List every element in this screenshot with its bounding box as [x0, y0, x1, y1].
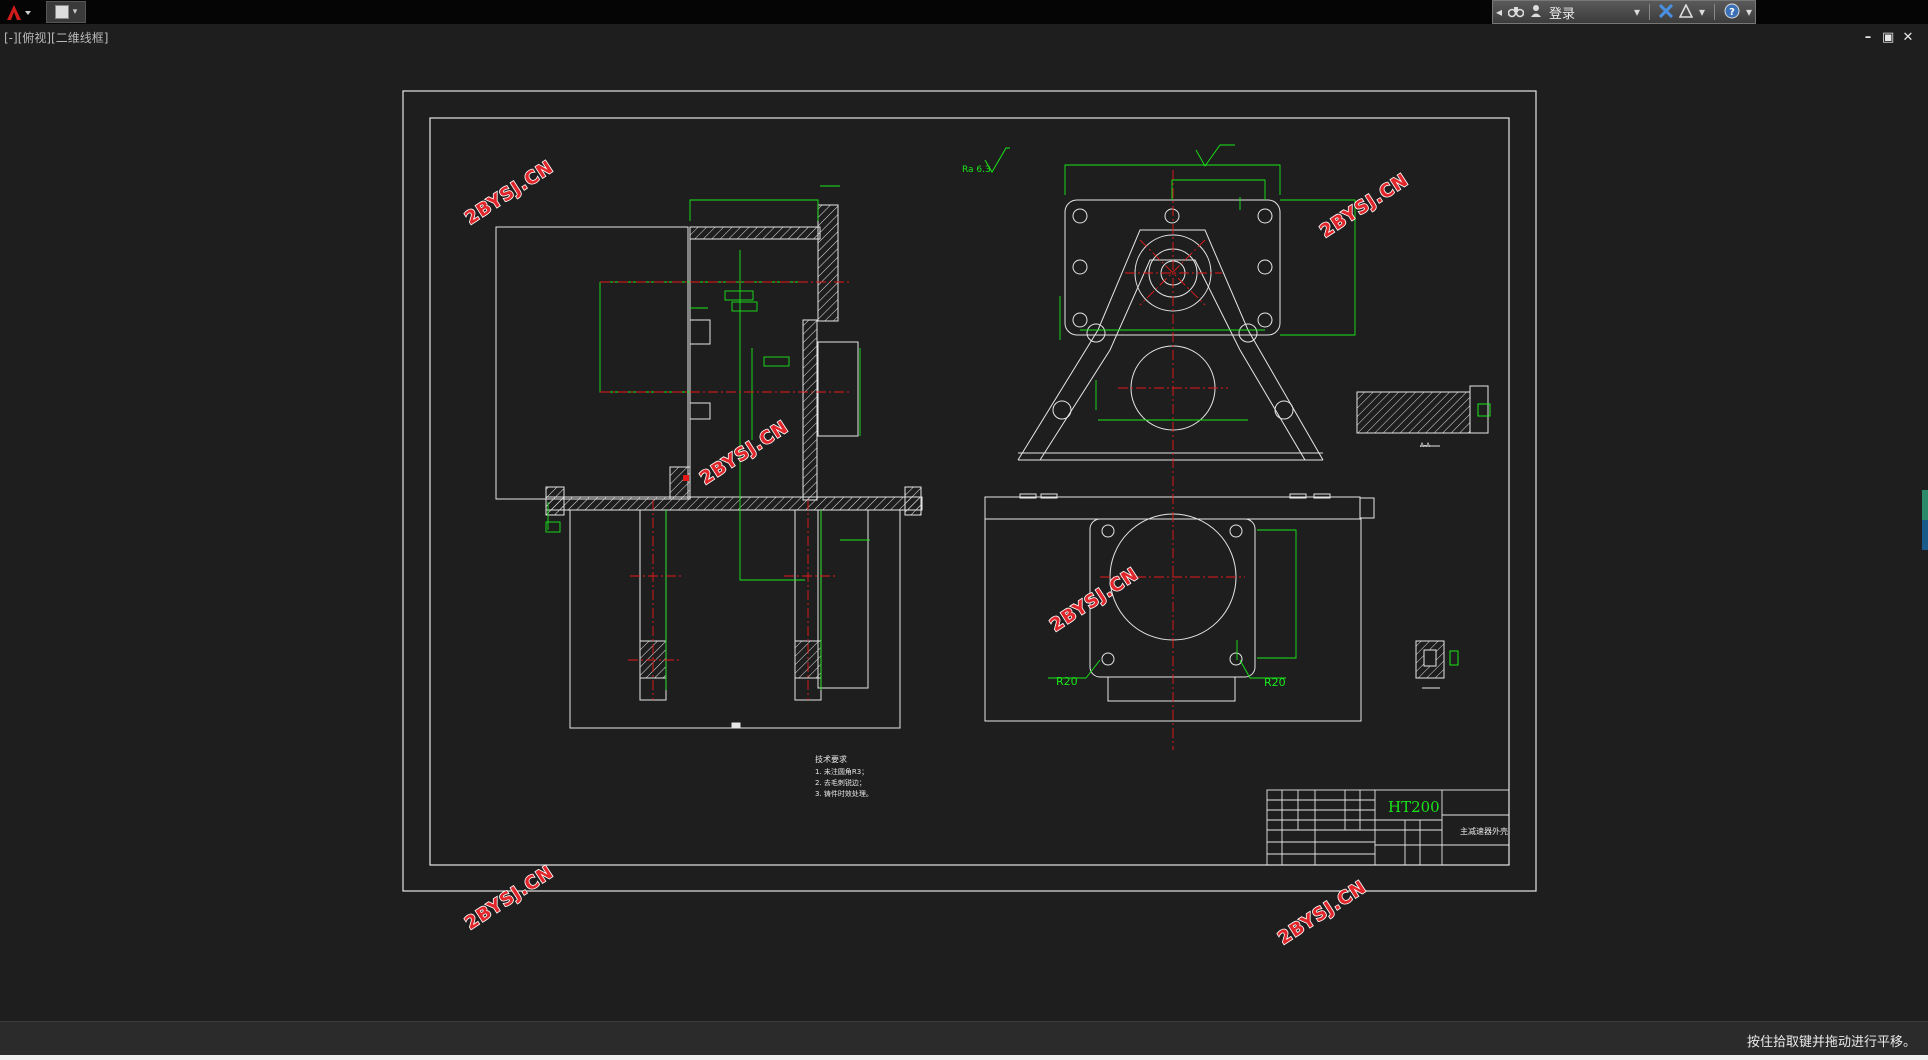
status-message: 按住拾取键并拖动进行平移。	[1746, 1035, 1916, 1050]
watermark-text: 2BYSJ.CN	[461, 862, 557, 935]
a360-icon[interactable]	[1678, 2, 1694, 21]
chevron-down-icon[interactable]: ▾	[1699, 5, 1706, 19]
svg-text:?: ?	[1729, 7, 1735, 18]
tech-note-line: 2. 去毛刺锐边；	[815, 778, 866, 787]
status-bar-bottom-strip	[0, 1055, 1928, 1060]
watermark-text: 2BYSJ.CN	[1046, 564, 1142, 637]
app-logo-icon[interactable]	[2, 2, 38, 22]
minimize-icon[interactable]: –	[1864, 30, 1872, 45]
section-label: A-A	[1420, 442, 1431, 449]
detail-view-b	[1415, 640, 1459, 689]
radius-dimension-left: R20	[1056, 675, 1078, 688]
chevron-down-icon[interactable]: ▾	[72, 7, 78, 17]
radius-dimension-right: R20	[1264, 676, 1286, 689]
viewport-controls-label[interactable]: [-][俯视][二维线框]	[4, 31, 109, 45]
watermark-text: 2BYSJ.CN	[461, 157, 557, 230]
part-name-label: 主减速器外壳	[1460, 826, 1508, 836]
watermark-text: 2BYSJ.CN	[696, 417, 792, 490]
user-icon[interactable]	[1530, 4, 1542, 21]
roughness-symbol: Ra 6.3	[962, 147, 1010, 175]
left-view-centerlines	[600, 281, 850, 700]
right-front-view	[984, 199, 1375, 722]
watermark-text: 2BYSJ.CN	[1316, 170, 1412, 243]
exchange-icon[interactable]	[1658, 3, 1674, 21]
datum-marker	[683, 475, 689, 481]
detail-view-a	[1356, 385, 1491, 447]
chevron-down-icon[interactable]: ▾	[1634, 5, 1641, 19]
sheet-inner-border	[429, 117, 1510, 866]
right-view-centerlines	[1100, 170, 1245, 750]
technical-notes: 技术要求 1. 未注圆角R3； 2. 去毛刺锐边； 3. 铸件时效处理。	[815, 754, 873, 798]
material-label: HT200	[1388, 798, 1440, 816]
login-button[interactable]: 登录	[1549, 6, 1576, 22]
info-center: ◂ 登录 ▾ ▾ ? ▾	[1492, 0, 1756, 24]
right-view-dimensions	[1048, 144, 1356, 679]
tech-note-line: 3. 铸件时效处理。	[815, 789, 873, 798]
restore-icon[interactable]: ▣	[1882, 30, 1895, 45]
close-icon[interactable]: ✕	[1902, 30, 1914, 45]
status-bar: 按住拾取键并拖动进行平移。	[0, 1021, 1928, 1056]
tech-notes-title: 技术要求	[815, 754, 847, 764]
title-block	[1266, 789, 1510, 866]
document-window-controls: – ▣ ✕	[1862, 30, 1914, 45]
arrow-left-icon[interactable]: ◂	[1496, 5, 1503, 19]
divider	[1649, 4, 1651, 20]
help-icon[interactable]: ?	[1724, 3, 1740, 22]
tech-note-line: 1. 未注圆角R3；	[815, 767, 868, 776]
navigation-bar-edge[interactable]	[1922, 490, 1928, 550]
watermark-text: 2BYSJ.CN	[1274, 877, 1370, 950]
sheet-outer-border	[402, 90, 1537, 892]
roughness-label: Ra 6.3	[962, 165, 991, 175]
divider	[1714, 4, 1715, 20]
chevron-down-icon[interactable]: ▾	[1745, 5, 1753, 19]
binoculars-icon[interactable]	[1507, 4, 1525, 21]
model-space-canvas[interactable]: 技术要求 1. 未注圆角R3； 2. 去毛刺锐边； 3. 铸件时效处理。	[0, 24, 1928, 1020]
quick-access-icon[interactable]	[54, 5, 69, 19]
quick-access-toolbar[interactable]: ▾	[46, 1, 86, 23]
title-bar: ▾ ◂ 登录 ▾ ▾ ? ▾	[0, 0, 1928, 24]
